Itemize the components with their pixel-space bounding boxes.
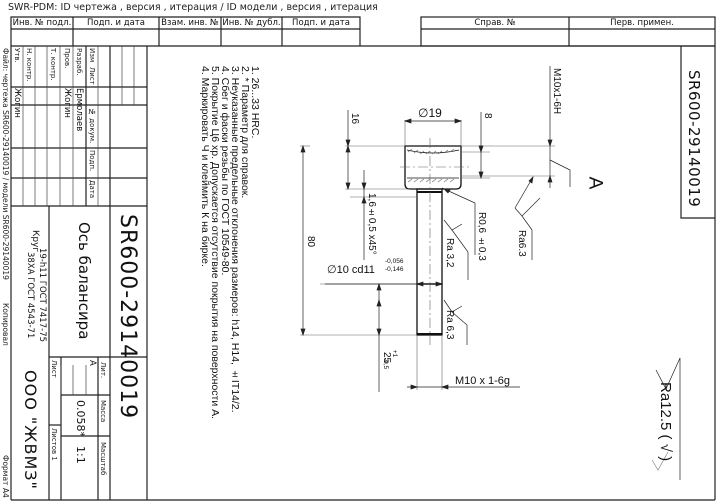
- format-label: Формат А4: [1, 455, 10, 498]
- rev-header-list: Лист: [88, 67, 96, 85]
- rev-header-izm: Изм: [88, 48, 96, 63]
- rev-header-podp: Подп.: [88, 150, 96, 172]
- note-3: 3. Неуказанные предельные отклонения раз…: [229, 66, 241, 413]
- name-razrab: Ермолаев: [74, 88, 84, 132]
- top-cell-inv-podl: Инв. № подл.: [12, 18, 72, 28]
- dim-internal-thread: M10x1-6H: [551, 68, 562, 115]
- roughness-shaft: Ra 3,2: [444, 238, 455, 268]
- dim-thread-tol-lower: -0,5: [382, 357, 390, 370]
- material-top: 19-h11 ГОСТ 7417-75: [37, 248, 47, 343]
- dim-thread-length: 25: [381, 352, 392, 364]
- organization: ООО "ЖВМЗ": [21, 370, 40, 490]
- roughness-face: Ra6.3: [516, 230, 527, 257]
- dim-external-thread: M10 x 1-6g: [455, 375, 511, 387]
- general-roughness: Ra12.5 ( √ ): [657, 382, 674, 462]
- top-cell-perv-primen: Перв. примен.: [610, 18, 674, 28]
- dim-fillet: R0,6 ±0,3: [476, 212, 487, 261]
- mass-label: Масса: [99, 400, 107, 423]
- note-4: 4. Сбег и фаски резьбы по ГОСТ 10549-80.: [219, 66, 231, 276]
- role-razrab: Разраб.: [75, 48, 83, 76]
- dim-diameter-head: ∅19: [418, 106, 442, 120]
- rev-header-doc: № докум.: [88, 108, 96, 144]
- dim-thread-tol-upper: +1: [391, 349, 399, 358]
- dim-total-length: 80: [305, 236, 316, 248]
- dim-head-length: 16: [349, 113, 360, 125]
- sheets-label: Листов 1: [50, 428, 58, 461]
- file-line: Файл: чертежа SR600-29140019 / модели SR…: [1, 48, 10, 280]
- designation: SR600-29140019: [115, 214, 140, 420]
- material-bottom: 38ХА ГОСТ 4543-71: [25, 252, 35, 339]
- note-6: 4. Маркировать Ч и клеймить К на бирке.: [199, 66, 211, 267]
- surface-a-label: А: [584, 176, 606, 190]
- top-cell-inv-dubl: Инв. № дубл.: [222, 18, 281, 28]
- role-n-kontr: Н. контр.: [25, 48, 33, 82]
- top-cell-sprav: Справ. №: [474, 18, 516, 28]
- top-cell-podp-data-1: Подп. и дата: [87, 18, 145, 28]
- material-prefix: Круг: [30, 230, 40, 253]
- pdm-header: SWR-PDM: ID чертежа , версия , итерация …: [8, 2, 378, 13]
- scale-label: Масштаб: [99, 442, 107, 476]
- name-utv: Жогин: [12, 88, 22, 118]
- dim-shaft-tol-upper: -0,056: [385, 258, 404, 265]
- sheet-label: Лист: [50, 360, 58, 378]
- corner-designation: SR600-29140019: [685, 70, 703, 208]
- role-t-kontr: Т. контр.: [49, 48, 57, 81]
- role-prov: Пров.: [63, 48, 71, 69]
- scale-value: 1:1: [74, 446, 87, 464]
- top-cell-podp-data-2: Подп. и дата: [292, 18, 350, 28]
- dim-shaft-diameter: ∅10 cd11: [327, 264, 375, 276]
- mass-value: 0.058*: [74, 400, 87, 437]
- note-2: 2. * Параметр для справок.: [239, 66, 251, 199]
- rev-header-data: Дата: [88, 180, 96, 199]
- role-utv: Утв.: [13, 48, 21, 63]
- copied-label: Копировал: [1, 303, 10, 346]
- dim-chamfer: 1,6±0,5 x45°: [366, 193, 377, 255]
- technical-notes: 1. 26...33 HRC. 2. * Параметр для справо…: [199, 66, 261, 420]
- top-cell-vzam-inv: Взам. инв. №: [161, 18, 219, 28]
- dim-shaft-tol-lower: -0,146: [385, 266, 404, 273]
- note-5: 5. Покрытие Ц6 хр. Допускается отсутстви…: [209, 66, 221, 420]
- name-prov: Жогин: [62, 88, 72, 118]
- lit-value: А: [87, 360, 97, 366]
- lit-label: Лит.: [99, 362, 107, 379]
- part-name: Ось балансира: [75, 222, 93, 340]
- note-1: 1. 26...33 HRC.: [249, 66, 261, 139]
- roughness-thread: Ra 6,3: [444, 310, 455, 340]
- dim-thread-depth: 8: [482, 113, 493, 119]
